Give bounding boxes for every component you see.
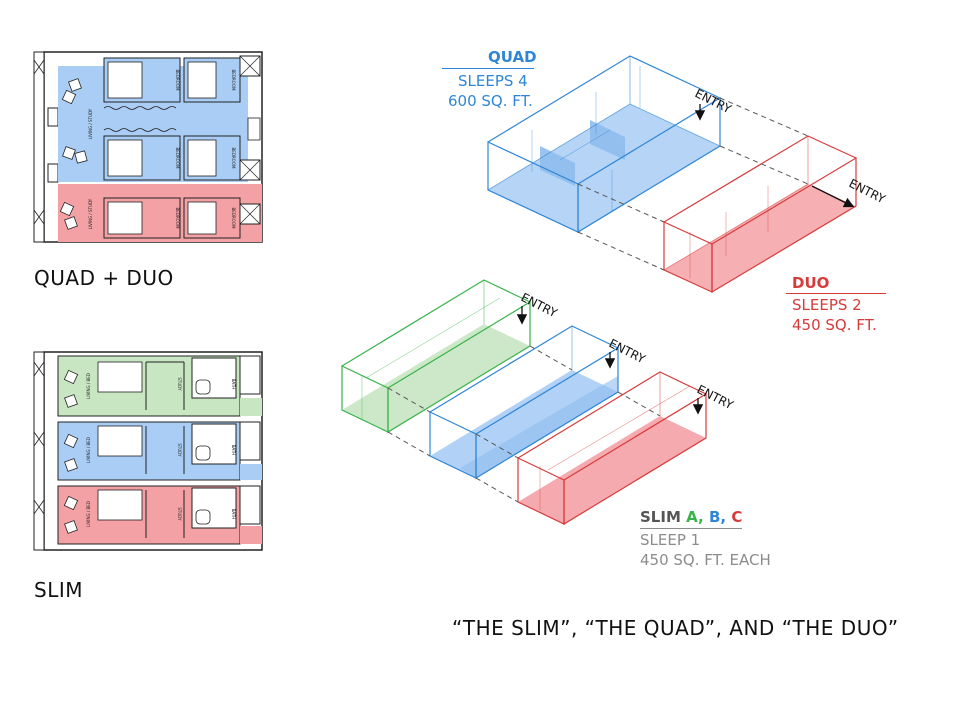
plan-label-living-study-quad: LIVING / STUDY	[88, 108, 93, 139]
entry-arrows	[516, 104, 855, 415]
quad-sleeps: SLEEPS 4	[458, 72, 528, 90]
slim-area: 450 SQ. FT. EACH	[640, 551, 771, 569]
slim-title-a: A,	[686, 508, 704, 526]
entry-label-duo: ENTRY	[847, 176, 889, 206]
plan-label-bath-b: BATH	[231, 445, 236, 456]
entry-label-quad: ENTRY	[693, 86, 735, 116]
caption: “THE SLIM”, “THE QUAD”, AND “THE DUO”	[452, 616, 899, 640]
plan-label-bath-c: BATH	[231, 509, 236, 520]
plan-label-bedroom-1: BEDROOM	[175, 70, 180, 91]
quad-duo-connector-lines	[577, 97, 809, 271]
duo-title-rule	[786, 293, 886, 294]
quad-title-rule	[442, 68, 534, 69]
quad-duo-floor-plan: LIVING / STUDY LIVING / STUDY BEDROOM BE…	[33, 51, 263, 243]
plan-label-living-study-duo: LIVING / STUDY	[88, 198, 93, 229]
duo-title: DUO	[792, 274, 830, 292]
entry-label-slim-c: ENTRY	[695, 382, 737, 412]
slim-heading: SLIM	[34, 578, 83, 602]
plan-label-living-bed-b: LIVING / BED	[86, 437, 91, 463]
plan-label-bedroom-3: BEDROOM	[175, 148, 180, 169]
duo-area: 450 SQ. FT.	[792, 316, 877, 334]
plan-label-bedroom-5: BEDROOM	[175, 208, 180, 229]
slim-title: SLIM A, B, C	[640, 508, 742, 526]
slim-connector-lines	[387, 345, 661, 503]
duo-isometric-box	[663, 135, 857, 294]
plan-label-bath-a: BATH	[231, 379, 236, 390]
slim-sleeps: SLEEP 1	[640, 531, 701, 549]
plan-label-study-c: STUDY	[177, 507, 182, 521]
plan-label-study-a: STUDY	[177, 377, 182, 391]
entry-label-slim-a: ENTRY	[519, 290, 561, 320]
plan-label-living-bed-c: LIVING / BED	[86, 501, 91, 527]
duo-sleeps: SLEEPS 2	[792, 296, 862, 314]
slim-c-isometric-box	[517, 371, 707, 526]
slim-a-isometric-box	[341, 279, 531, 434]
entry-label-slim-b: ENTRY	[607, 336, 649, 366]
slim-title-rule	[640, 528, 742, 529]
quad-title: QUAD	[488, 48, 537, 66]
quad-isometric-box	[487, 55, 721, 234]
quad-duo-heading: QUAD + DUO	[34, 266, 174, 290]
plan-label-bedroom-6: BEDROOM	[231, 208, 236, 229]
slim-title-prefix: SLIM	[640, 508, 681, 526]
slim-title-b: B,	[708, 508, 727, 526]
plan-label-bedroom-4: BEDROOM	[231, 148, 236, 169]
slim-title-c: C	[731, 508, 743, 526]
plan-label-study-b: STUDY	[177, 443, 182, 457]
plan-label-living-bed-a: LIVING / BED	[86, 373, 91, 399]
slim-floor-plan: LIVING / BED LIVING / BED LIVING / BED S…	[33, 351, 263, 551]
plan-label-bedroom-2: BEDROOM	[231, 70, 236, 91]
quad-area: 600 SQ. FT.	[448, 92, 533, 110]
